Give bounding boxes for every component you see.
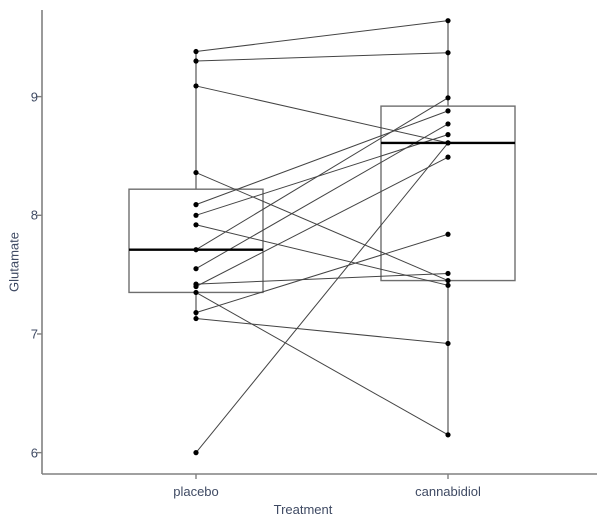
x-axis-tick-label: placebo (173, 484, 219, 499)
data-point (193, 315, 199, 322)
data-point (193, 48, 199, 55)
data-point (193, 450, 199, 456)
x-axis-title: Treatment (273, 502, 333, 517)
paired-line (195, 318, 449, 344)
data-point (193, 58, 199, 64)
paired-line (195, 52, 449, 62)
paired-line (195, 85, 449, 144)
data-point (193, 83, 199, 89)
data-point (193, 222, 199, 228)
y-axis-title: Glutamate (6, 232, 22, 292)
data-point (193, 289, 199, 296)
y-axis-tick-label: 7 (30, 326, 38, 342)
data-point (445, 121, 451, 127)
paired-line (195, 156, 449, 287)
data-point (193, 283, 199, 290)
data-point (193, 169, 199, 176)
data-point (445, 50, 451, 56)
paired-line (195, 20, 449, 53)
data-point (445, 432, 451, 438)
y-axis-tick-label: 9 (30, 89, 38, 105)
paired-line (195, 233, 449, 314)
data-point (445, 282, 451, 288)
data-point (445, 132, 451, 138)
data-point (445, 270, 451, 277)
paired-line (195, 224, 449, 286)
x-axis-tick-label: cannabidiol (415, 484, 481, 499)
data-point (445, 140, 451, 146)
data-point (445, 18, 451, 24)
data-point (193, 212, 199, 218)
paired-line (195, 272, 449, 285)
paired-line (195, 110, 449, 206)
paired-line (195, 97, 449, 251)
y-axis-tick-label: 8 (30, 207, 38, 223)
data-point (193, 266, 199, 272)
paired-line (195, 134, 449, 216)
y-axis-tick-label: 6 (30, 445, 38, 461)
data-point (193, 202, 199, 208)
data-point (445, 340, 451, 347)
paired-line (195, 291, 449, 436)
data-point (445, 154, 451, 160)
data-point (445, 108, 451, 114)
paired-line (195, 123, 449, 270)
data-point (193, 310, 199, 316)
data-point (445, 95, 451, 101)
paired-line (195, 142, 449, 453)
data-point (193, 247, 199, 253)
data-point (445, 277, 451, 284)
data-point (445, 231, 451, 237)
paired-line (195, 172, 449, 282)
